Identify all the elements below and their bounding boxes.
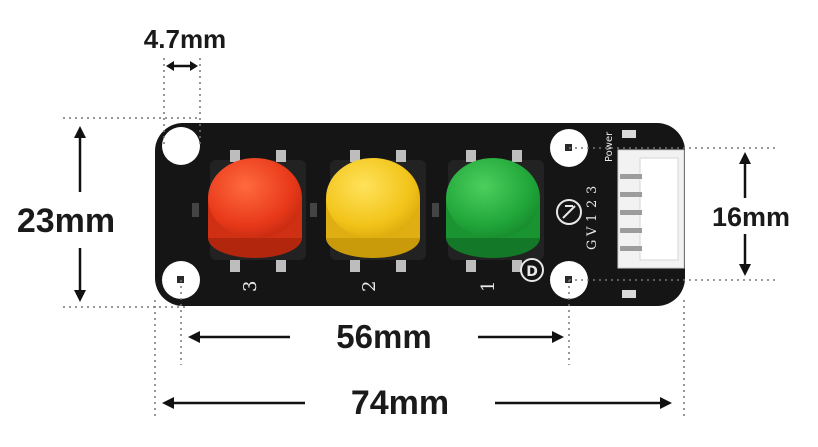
button-caps (208, 158, 540, 258)
dimension-label-4-7mm: 4.7mm (144, 24, 226, 54)
smd-components (192, 203, 439, 217)
dimension-label-74mm: 74mm (351, 384, 449, 422)
svg-text:G: G (585, 240, 600, 250)
yellow-button[interactable] (326, 158, 420, 258)
green-button[interactable] (446, 158, 540, 258)
dimension-label-23mm: 23mm (17, 202, 115, 240)
wrench-icon (556, 199, 582, 225)
svg-text:V: V (585, 226, 600, 237)
pin-connector (617, 149, 685, 269)
svg-text:3: 3 (585, 186, 600, 194)
power-label: Power (604, 131, 615, 162)
red-button[interactable] (208, 158, 302, 258)
button-label-2: 2 (359, 281, 380, 292)
mounting-hole-top-left (162, 127, 200, 165)
svg-text:D: D (526, 264, 538, 280)
dimension-label-16mm: 16mm (712, 202, 790, 232)
button-label-3: 3 (240, 281, 261, 292)
svg-text:1: 1 (585, 214, 600, 222)
dimension-guides (63, 58, 775, 418)
power-led (622, 130, 636, 138)
button-label-1: 1 (478, 281, 499, 292)
dimension-arrows (74, 61, 751, 409)
dimension-label-56mm: 56mm (336, 318, 431, 355)
logo-icon: D (520, 258, 544, 282)
pin-labels: G V 1 2 3 (585, 186, 600, 250)
svg-text:2: 2 (585, 200, 600, 208)
bottom-smd (622, 290, 636, 298)
